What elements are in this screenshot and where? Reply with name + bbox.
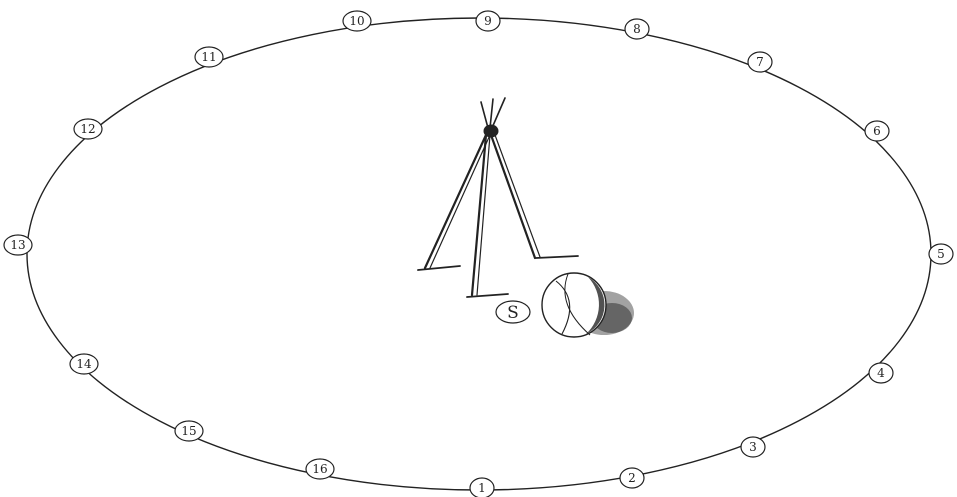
station-label: 14 [76, 357, 92, 371]
station-8: 8 [625, 19, 649, 39]
station-15: 15 [175, 421, 203, 441]
station-7: 7 [748, 52, 772, 72]
station-2: 2 [620, 468, 644, 488]
station-label: 3 [749, 440, 757, 454]
station-label: 12 [80, 122, 95, 136]
station-14: 14 [70, 354, 98, 374]
station-label: 6 [873, 124, 881, 138]
station-label: 1 [478, 481, 486, 495]
station-9: 9 [476, 11, 500, 31]
station-label: 8 [633, 22, 641, 36]
station-label: 16 [312, 462, 327, 476]
station-11: 11 [195, 47, 223, 67]
center-marker-label: S [507, 303, 519, 323]
station-10: 10 [343, 11, 371, 31]
station-6: 6 [865, 121, 889, 141]
station-12: 12 [74, 119, 102, 139]
tripod [418, 98, 578, 297]
station-1: 1 [470, 478, 494, 497]
station-5: 5 [929, 244, 953, 264]
station-13: 13 [4, 235, 32, 255]
station-label: 15 [181, 424, 196, 438]
station-label: 2 [628, 471, 636, 485]
station-label: 5 [937, 247, 945, 261]
station-16: 16 [306, 459, 334, 479]
station-label: 11 [201, 50, 216, 64]
ball [542, 273, 634, 337]
center-marker: S [496, 301, 530, 323]
station-label: 4 [877, 366, 885, 380]
station-label: 7 [756, 55, 764, 69]
station-label: 10 [349, 14, 364, 28]
station-3: 3 [741, 437, 765, 457]
track-ellipse [27, 18, 931, 490]
station-label: 9 [484, 14, 492, 28]
station-label: 13 [10, 238, 25, 252]
station-4: 4 [869, 363, 893, 383]
